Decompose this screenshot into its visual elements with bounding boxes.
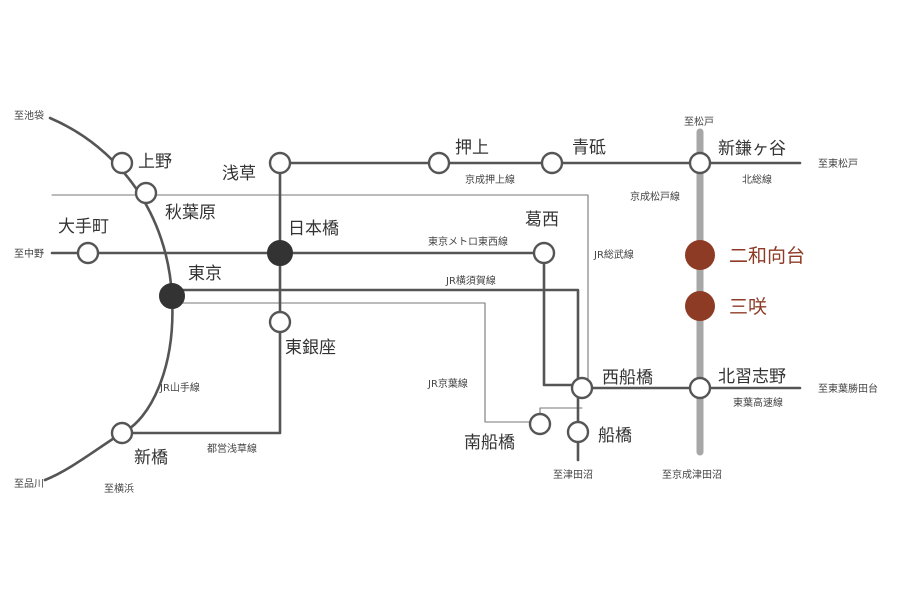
label-misaki: 三咲: [729, 296, 767, 318]
dest-ikebukuro: 至池袋: [14, 109, 44, 122]
station-kita-narashino[interactable]: [688, 376, 712, 400]
label-jr-yamanote-line: JR山手線: [159, 381, 200, 394]
label-higashi-ginza: 東銀座: [285, 338, 336, 358]
station-akihabara[interactable]: [134, 181, 158, 205]
label-nishi-funabashi: 西船橋: [602, 368, 653, 388]
label-jr-sobu-line: JR総武線: [593, 248, 634, 261]
station-nishi-funabashi[interactable]: [570, 376, 594, 400]
label-futawamukodai: 二和向台: [729, 245, 805, 267]
label-asakusa: 浅草: [222, 164, 256, 184]
station-minami-funabashi[interactable]: [528, 412, 552, 436]
station-misaki[interactable]: [685, 291, 715, 321]
label-toyo-kosoku-line: 東葉高速線: [733, 396, 783, 409]
label-jr-yokosuka-line: JR横須賀線: [445, 274, 496, 287]
dest-toyo-katsutadai: 至東葉勝田台: [818, 382, 878, 395]
tozai-to-nishifunabashi: [542, 251, 584, 387]
label-keisei-matsudo-line: 京成松戸線: [630, 190, 680, 203]
station-otemachi[interactable]: [76, 241, 100, 265]
jr-yokosuka-line: [170, 288, 580, 384]
label-shimbashi: 新橋: [134, 448, 168, 468]
station-funabashi[interactable]: [566, 420, 590, 444]
station-shimbashi[interactable]: [110, 421, 134, 445]
dest-yokohama: 至横浜: [104, 482, 134, 495]
label-kita-narashino: 北習志野: [718, 367, 786, 387]
station-ueno[interactable]: [110, 151, 134, 175]
label-minami-funabashi: 南船橋: [464, 433, 515, 453]
label-shin-kamagaya: 新鎌ヶ谷: [718, 139, 786, 159]
station-higashi-ginza[interactable]: [268, 310, 292, 334]
label-otemachi: 大手町: [58, 217, 109, 237]
station-asakusa[interactable]: [268, 151, 292, 175]
dest-higashi-matsudo: 至東松戸: [818, 157, 858, 170]
label-kasai: 葛西: [525, 210, 559, 230]
label-hokuso-line: 北総線: [742, 173, 772, 186]
label-akihabara: 秋葉原: [165, 203, 216, 223]
dest-tsudanuma: 至津田沼: [553, 468, 593, 481]
label-keisei-oshiage-line: 京成押上線: [465, 173, 515, 186]
station-kasai[interactable]: [532, 241, 556, 265]
label-funabashi: 船橋: [598, 426, 632, 446]
label-jr-keiyo-line: JR京葉線: [427, 377, 468, 390]
label-ueno: 上野: [138, 152, 172, 172]
label-tokyo: 東京: [188, 264, 222, 284]
station-nihonbashi[interactable]: [267, 240, 293, 266]
dest-nakano: 至中野: [14, 247, 44, 260]
label-aoto: 青砥: [572, 138, 606, 158]
dest-keisei-tsudanuma: 至京成津田沼: [662, 468, 722, 481]
jr-yamanote-line: [43, 116, 174, 482]
dest-matsudo: 至松戸: [684, 115, 714, 128]
jr-sobu-line: [51, 194, 589, 386]
label-tozai-line: 東京メトロ東西線: [428, 235, 508, 248]
label-oshiage: 押上: [455, 138, 489, 158]
label-nihonbashi: 日本橋: [288, 219, 339, 239]
station-shin-kamagaya[interactable]: [688, 151, 712, 175]
station-tokyo[interactable]: [159, 283, 185, 309]
station-aoto[interactable]: [540, 151, 564, 175]
station-oshiage[interactable]: [427, 151, 451, 175]
jr-keiyo-line: [171, 302, 539, 423]
dest-shinagawa: 至品川: [14, 478, 44, 490]
label-toei-asakusa-line: 都営浅草線: [207, 442, 257, 455]
station-futawamukodai[interactable]: [685, 240, 715, 270]
